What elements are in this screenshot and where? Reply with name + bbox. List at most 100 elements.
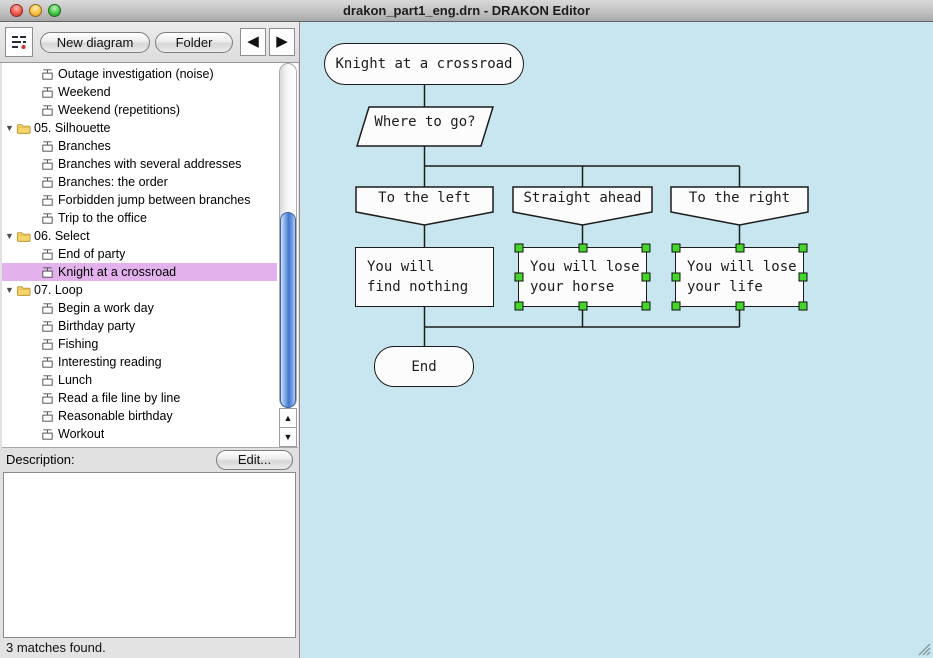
tree-view-button[interactable] (5, 27, 33, 57)
selection-handle[interactable] (735, 301, 744, 311)
toolbar: New diagram Folder ◀ ▶ (0, 22, 299, 63)
disclosure-triangle-icon[interactable]: ▼ (5, 231, 14, 241)
zoom-window-icon[interactable] (48, 4, 61, 17)
folder-icon (16, 285, 31, 296)
case-node-right[interactable]: To the right (670, 186, 809, 226)
question-node[interactable]: Where to go? (356, 106, 494, 147)
tree-item-row[interactable]: Weekend (2, 83, 277, 101)
end-node[interactable]: End (374, 346, 474, 387)
status-text: 3 matches found. (6, 640, 106, 655)
selection-handle[interactable] (641, 301, 651, 311)
folder-icon (16, 231, 31, 242)
tree-item-row[interactable]: Weekend (repetitions) (2, 101, 277, 119)
tree-item-row[interactable]: Forbidden jump between branches (2, 191, 277, 209)
back-button[interactable]: ◀ (240, 28, 266, 56)
tree-item-row[interactable]: Trip to the office (2, 209, 277, 227)
scroll-up-icon: ▲ (283, 413, 293, 423)
tree-item-row[interactable]: Knight at a crossroad (2, 263, 277, 281)
selection-handle[interactable] (671, 243, 681, 253)
selection-handle[interactable] (514, 243, 524, 253)
tree-item-row[interactable]: Workout (2, 425, 277, 443)
tree-item-row[interactable]: Read a file line by line (2, 389, 277, 407)
selection-handle[interactable] (641, 272, 651, 282)
diagram-icon (42, 104, 53, 116)
selection-handle[interactable] (735, 243, 744, 253)
selection-handle[interactable] (641, 243, 651, 253)
tree-item-row[interactable]: Lunch (2, 371, 277, 389)
tree-structure-icon (12, 36, 26, 49)
tree-item-label: Begin a work day (58, 301, 154, 315)
selection-handle[interactable] (578, 243, 587, 253)
title-bar[interactable]: drakon_part1_eng.drn - DRAKON Editor (0, 0, 933, 22)
tree-item-label: Weekend (58, 85, 111, 99)
resize-grip[interactable] (916, 641, 931, 656)
selection-handle[interactable] (671, 301, 681, 311)
folder-button[interactable]: Folder (155, 32, 233, 53)
window-title: drakon_part1_eng.drn - DRAKON Editor (342, 3, 591, 18)
diagram-icon (42, 410, 53, 422)
start-node[interactable]: Knight at a crossroad (324, 43, 524, 85)
tree-item-row[interactable]: Outage investigation (noise) (2, 65, 277, 83)
action-label: You will find nothing (367, 259, 469, 295)
tree-item-label: Trip to the office (58, 211, 147, 225)
scroll-down-button[interactable]: ▼ (279, 427, 297, 447)
tree-item-label: Fishing (58, 337, 99, 351)
diagram-icon (42, 140, 53, 152)
case-shape (512, 186, 653, 226)
tree-item-row[interactable]: Reasonable birthday (2, 407, 277, 425)
action-node-left[interactable]: You will find nothing (355, 247, 494, 307)
start-node-label: Knight at a crossroad (335, 56, 513, 72)
description-textarea[interactable] (3, 472, 296, 638)
selection-handle[interactable] (514, 272, 524, 282)
tree-item-label: 07. Loop (34, 283, 83, 297)
forward-button[interactable]: ▶ (269, 28, 295, 56)
parallelogram-shape (356, 106, 494, 147)
tree-item-row[interactable]: Begin a work day (2, 299, 277, 317)
new-diagram-button[interactable]: New diagram (40, 32, 150, 53)
selection-handle[interactable] (578, 301, 587, 311)
tree-folder-row[interactable]: ▼ 07. Loop (2, 281, 277, 299)
diagram-icon (42, 356, 53, 368)
close-window-icon[interactable] (10, 4, 23, 17)
case-node-left[interactable]: To the left (355, 186, 494, 226)
diagram-icon (42, 194, 53, 206)
minimize-window-icon[interactable] (29, 4, 42, 17)
case-node-middle[interactable]: Straight ahead (512, 186, 653, 226)
scrollbar-thumb[interactable] (280, 212, 296, 408)
diagram-icon (42, 302, 53, 314)
tree-item-row[interactable]: End of party (2, 245, 277, 263)
selection-handle[interactable] (798, 301, 808, 311)
tree-item-row[interactable]: Branches with several addresses (2, 155, 277, 173)
diagram-icon (42, 338, 53, 350)
selection-handle[interactable] (798, 272, 808, 282)
disclosure-triangle-icon[interactable]: ▼ (5, 285, 14, 295)
tree-item-row[interactable]: Branches (2, 137, 277, 155)
case-label: To the left (378, 190, 471, 206)
action-node-right[interactable]: You will lose your life (671, 243, 808, 311)
scroll-down-icon: ▼ (283, 432, 293, 442)
tree-item-label: Weekend (repetitions) (58, 103, 181, 117)
action-node-middle[interactable]: You will lose your horse (514, 243, 651, 311)
case-label: Straight ahead (523, 190, 642, 206)
edit-description-button[interactable]: Edit... (216, 450, 293, 470)
tree-item-row[interactable]: Branches: the order (2, 173, 277, 191)
scroll-up-button[interactable]: ▲ (279, 408, 297, 428)
status-bar: 3 matches found. (0, 638, 299, 658)
tree-item-row[interactable]: Interesting reading (2, 353, 277, 371)
tree-folder-row[interactable]: ▼05. Silhouette (2, 119, 277, 137)
case-label: To the right (688, 190, 791, 206)
disclosure-triangle-icon[interactable]: ▼ (5, 123, 14, 133)
action-label: You will lose your life (687, 259, 797, 295)
selection-handle[interactable] (671, 272, 681, 282)
selection-handle[interactable] (514, 301, 524, 311)
tree-folder-row[interactable]: ▼06. Select (2, 227, 277, 245)
tree-scrollbar[interactable]: ▲ ▼ (279, 63, 297, 447)
case-shape (355, 186, 494, 226)
diagram-canvas[interactable]: Knight at a crossroad Where to go? To th… (301, 22, 933, 658)
diagram-icon (42, 266, 53, 278)
selection-handle[interactable] (798, 243, 808, 253)
tree-item-row[interactable]: Fishing (2, 335, 277, 353)
tree-item-row[interactable]: Birthday party (2, 317, 277, 335)
folder-icon (16, 123, 31, 134)
